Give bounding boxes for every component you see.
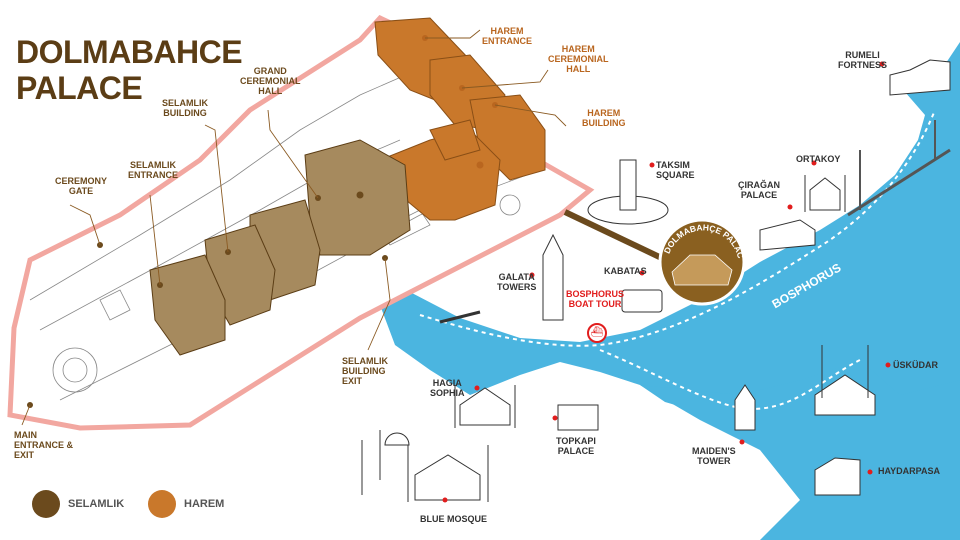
label-topkapi-palace[interactable]: TOPKAPI PALACE (556, 436, 596, 456)
bosphorus-bridge (847, 148, 951, 217)
label-selamlik-entrance[interactable]: SELAMLIK ENTRANCE (128, 160, 179, 180)
label-ciragan-palace[interactable]: ÇIRAĞAN PALACE (738, 180, 780, 200)
landmark-sketches (361, 59, 951, 502)
title-line-1: DOLMABAHCE (16, 34, 243, 70)
label-selamlik-building[interactable]: SELAMLIK BUILDING (162, 98, 208, 118)
label-selamlik-building-exit[interactable]: SELAMLIK BUILDING EXIT (342, 356, 388, 386)
label-main-entrance[interactable]: MAIN ENTRANCE & EXIT (14, 430, 74, 460)
label-galata-towers[interactable]: GALATA TOWERS (497, 272, 537, 292)
label-uskudar[interactable]: ÜSKÜDAR (893, 360, 938, 370)
label-rumeli-fortness[interactable]: RUMELI FORTNESS (838, 50, 888, 70)
label-taksim-square[interactable]: TAKSIM SQUARE (656, 160, 695, 180)
label-ortakoy[interactable]: ORTAKOY (796, 154, 841, 164)
legend-label-harem: HAREM (184, 498, 225, 510)
galata-bridge (439, 310, 481, 324)
leader-lines (21, 29, 567, 426)
palace-connector (563, 209, 672, 265)
title-line-2: PALACE (16, 70, 143, 106)
label-harem-ceremonial-hall[interactable]: HAREM CEREMONIAL HALL (548, 44, 609, 74)
selamlik-buildings (149, 139, 411, 356)
city-markers (442, 61, 891, 503)
harem-buildings (374, 17, 546, 221)
label-grand-ceremonial-hall[interactable]: GRAND CEREMONIAL HALL (240, 66, 301, 96)
label-maidens-tower[interactable]: MAIDEN'S TOWER (692, 446, 736, 466)
label-bosphorus-boat-tour[interactable]: BOSPHORUS BOAT TOUR (566, 289, 625, 309)
label-ceremony-gate[interactable]: CEREMONY GATE (55, 176, 108, 196)
label-haydarpasa[interactable]: HAYDARPASA (878, 466, 941, 476)
boat-route (419, 109, 936, 347)
bosphorus-water-south (640, 360, 960, 540)
label-harem-entrance[interactable]: HAREM ENTRANCE (482, 26, 533, 46)
page-title: DOLMABAHCE PALACE (16, 34, 243, 106)
legend-label-selamlik: SELAMLIK (68, 498, 125, 510)
legend-swatch-harem (148, 490, 176, 518)
label-harem-building[interactable]: HAREM BUILDING (582, 108, 626, 128)
label-hagia-sophia[interactable]: HAGIA SOPHIA (430, 378, 465, 398)
boat-route-south (599, 349, 861, 410)
legend-swatch-selamlik (32, 490, 60, 518)
boat-icon[interactable]: ⛴ (587, 323, 607, 343)
label-blue-mosque[interactable]: BLUE MOSQUE (420, 514, 488, 524)
label-kabatas[interactable]: KABATAS (604, 266, 647, 276)
